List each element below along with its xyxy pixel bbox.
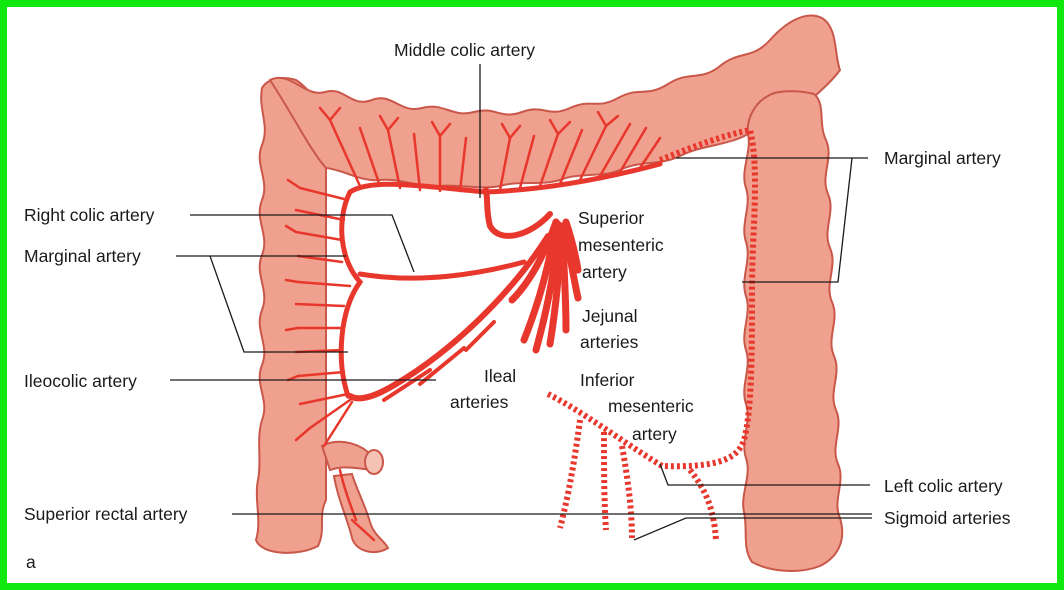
label-sma-line-1: Superior xyxy=(578,208,644,228)
panel-letter: a xyxy=(26,552,36,572)
sigmoid-artery-2 xyxy=(604,432,606,530)
label-ileal-line-1: Ileal xyxy=(484,366,516,386)
label-ileocolic-artery: Ileocolic artery xyxy=(24,371,137,391)
label-ileal-line-2: arteries xyxy=(450,392,509,412)
ileal-branches xyxy=(384,322,494,400)
ileum-opening xyxy=(365,450,383,474)
label-marginal-artery-left: Marginal artery xyxy=(24,246,141,266)
sigmoid-artery-4 xyxy=(690,470,716,540)
label-right-colic-artery: Right colic artery xyxy=(24,205,155,225)
label-jejunal-line-1: Jejunal xyxy=(582,306,637,326)
descending-colon xyxy=(743,91,842,571)
label-ima-line-2: mesenteric xyxy=(608,396,694,416)
sigmoid-artery-3 xyxy=(622,446,632,538)
label-marginal-artery-right: Marginal artery xyxy=(884,148,1001,168)
label-left-colic-artery: Left colic artery xyxy=(884,476,1003,496)
label-sma-line-2: mesenteric xyxy=(578,235,664,255)
label-ima-line-3: artery xyxy=(632,424,677,444)
label-ima-line-1: Inferior xyxy=(580,370,635,390)
label-sigmoid-arteries: Sigmoid arteries xyxy=(884,508,1011,528)
label-superior-rectal-artery: Superior rectal artery xyxy=(24,504,188,524)
label-sma-line-3: artery xyxy=(582,262,627,282)
middle-colic-artery xyxy=(486,190,550,236)
label-jejunal-line-2: arteries xyxy=(580,332,639,352)
sigmoid-artery-1 xyxy=(560,420,580,528)
label-middle-colic-artery: Middle colic artery xyxy=(394,40,535,60)
ileocolic-artery xyxy=(350,236,548,398)
rectum xyxy=(334,474,388,552)
